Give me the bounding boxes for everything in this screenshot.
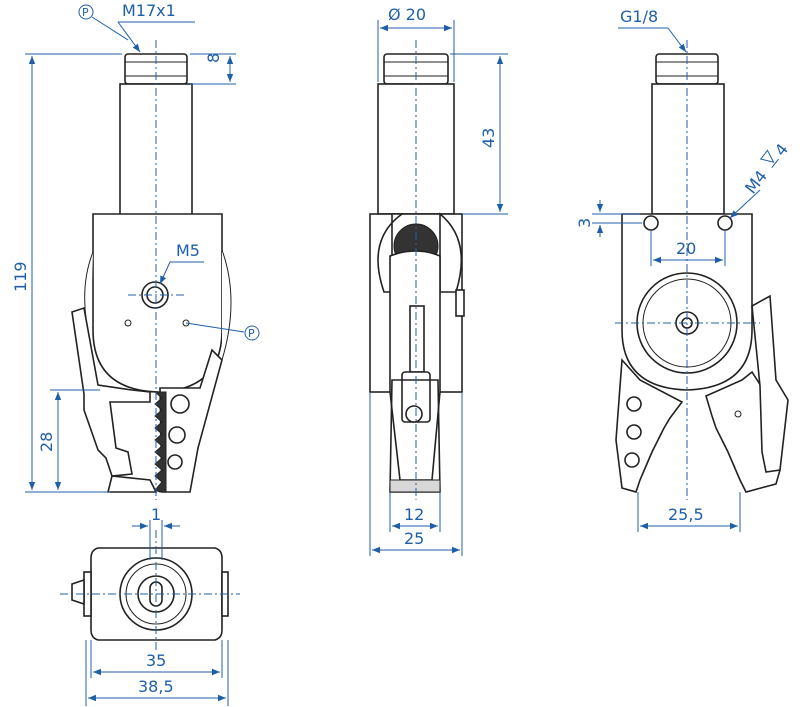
top-side-knob <box>71 578 85 606</box>
right-dim-jaw-width: 25,5 <box>668 505 704 524</box>
front-dim-body-height: 43 <box>479 128 498 148</box>
side-dim-jaw-height: 28 <box>37 432 56 452</box>
side-thread-marker <box>78 4 94 20</box>
right-hole-label: M4 <box>741 167 771 198</box>
side-dim-total-height: 119 <box>11 261 30 292</box>
side-jaw-hole-2 <box>168 426 186 444</box>
side-screw-left <box>124 319 132 327</box>
side-serration <box>153 391 167 493</box>
side-dim-thread-length: 8 <box>204 53 223 63</box>
side-view: M17x1 P 8 119 28 M5 P <box>11 1 260 500</box>
side-lever <box>71 306 151 477</box>
side-port-label: M5 <box>176 241 200 260</box>
side-port-marker <box>244 325 260 341</box>
right-hole-right <box>717 215 733 231</box>
top-dim-width-outer: 38,5 <box>138 677 174 696</box>
right-dim-hole-offset: 3 <box>575 218 594 228</box>
side-jaw-hole-3 <box>167 454 183 470</box>
front-view: Ø 20 43 12 25 <box>369 5 508 556</box>
right-lever <box>751 294 789 473</box>
front-base <box>389 479 441 493</box>
right-hole-left <box>643 215 659 231</box>
svg-text:P: P <box>248 327 255 340</box>
front-dim-diameter: Ø 20 <box>388 5 426 24</box>
top-dim-offset: 1 <box>151 505 161 524</box>
right-view: G1/8 M4 4 3 20 25,5 <box>575 7 792 532</box>
right-hole-depth: 4 <box>771 140 792 160</box>
top-view: 1 35 38,5 <box>60 505 240 706</box>
right-dim-hole-spacing: 20 <box>676 239 696 258</box>
side-thread-label: M17x1 <box>122 1 176 20</box>
front-pin <box>409 305 425 373</box>
top-dim-width-inner: 35 <box>146 651 166 670</box>
side-jaw-hole-1 <box>170 394 190 414</box>
right-thread-label: G1/8 <box>620 7 658 26</box>
front-dim-width-outer: 25 <box>404 529 424 548</box>
right-shaft <box>651 83 725 215</box>
front-clamp-screw <box>405 405 423 423</box>
svg-text:P: P <box>82 6 89 19</box>
front-dim-width-inner: 12 <box>404 505 424 524</box>
